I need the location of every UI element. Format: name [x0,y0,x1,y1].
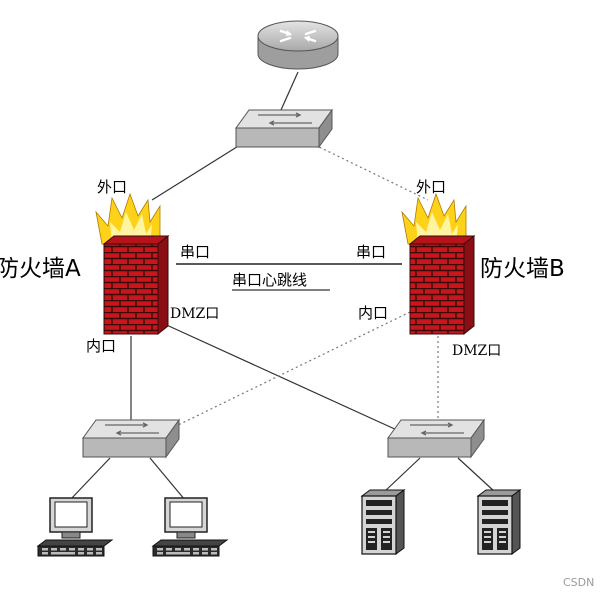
core-switch-to-firewall-a-link [151,144,241,201]
pc-icon [36,497,114,557]
dmz-switch-to-server1-link [383,457,421,493]
firewall-a-internal-port-label: 内口 [86,337,116,355]
lan-switch-to-pc2-link [149,457,186,501]
firewall-a-external-port-label: 外口 [97,178,127,196]
server-icon [476,489,522,555]
firewall-b-internal-port-label: 内口 [358,304,388,322]
firewall-a-serial-port-label: 串口 [180,243,210,261]
lan-switch-to-pc1-link [69,457,111,501]
firewall-b-name: 防火墙B [480,256,565,282]
firewall-b-serial-port-label: 串口 [356,243,386,261]
firewall-b-external-port-label: 外口 [416,178,446,196]
firewall-a-dmz-port-label: DMZ口 [170,306,219,322]
firewall-b-internal-link [171,311,411,429]
dmz-switch-to-server2-link [457,457,496,493]
firewall-a-dmz-link [159,321,411,437]
pc-icon [151,497,229,557]
firewall-a-name: 防火墙A [0,256,81,282]
firewall-b-dmz-port-label: DMZ口 [452,343,501,359]
connections [69,71,496,501]
firewall-b-icon [401,192,476,336]
firewall-a-icon [95,192,170,336]
core-switch-icon [235,108,333,149]
router-icon [257,20,339,70]
dmz-switch-icon [387,418,485,459]
server-icon [360,489,406,555]
lan-switch-icon [82,418,180,459]
heartbeat-line-label: 串口心跳线 [232,271,307,289]
csdn-watermark: CSDN [563,576,594,589]
core-switch-to-firewall-b-link [314,144,429,201]
router-to-core-switch-link [280,71,299,111]
